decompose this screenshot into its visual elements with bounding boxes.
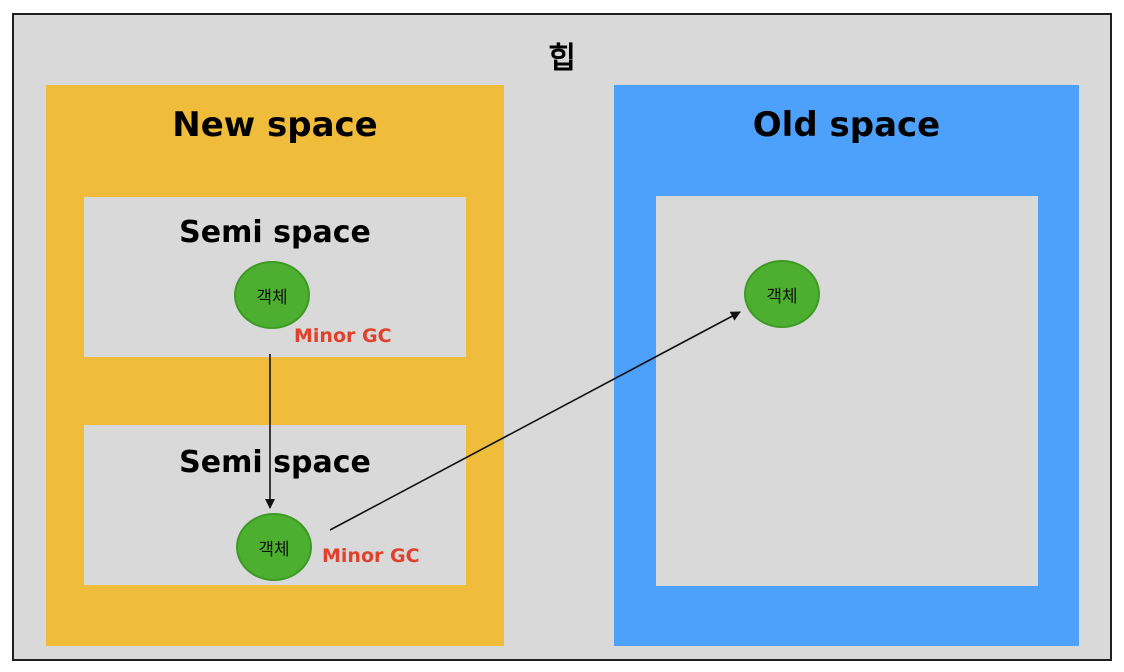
heap-title: 힙	[548, 41, 576, 76]
minor-gc-label-bottom: Minor GC	[322, 545, 420, 567]
object-node-old: 객체	[744, 260, 820, 328]
semi-space-bottom: Semi space 객체 Minor GC	[84, 425, 466, 585]
semi-space-bottom-title: Semi space	[179, 445, 371, 480]
object-node-label: 객체	[256, 287, 288, 308]
old-space-region: Old space 객체	[614, 85, 1079, 646]
old-space-title: Old space	[752, 105, 941, 145]
object-node-label: 객체	[258, 539, 290, 560]
semi-space-top-title: Semi space	[179, 215, 371, 250]
object-node-semi-bottom: 객체	[236, 513, 312, 581]
new-space-region: New space Semi space 객체 Minor GC Semi sp…	[46, 85, 504, 646]
object-node-label: 객체	[766, 286, 798, 307]
object-node-semi-top: 객체	[234, 261, 310, 329]
old-space-inner: 객체	[656, 196, 1038, 586]
new-space-title: New space	[172, 105, 378, 145]
semi-space-top: Semi space 객체 Minor GC	[84, 197, 466, 357]
heap-container: 힙 New space Semi space 객체 Minor GC Semi …	[12, 13, 1112, 661]
minor-gc-label-top: Minor GC	[294, 325, 392, 347]
